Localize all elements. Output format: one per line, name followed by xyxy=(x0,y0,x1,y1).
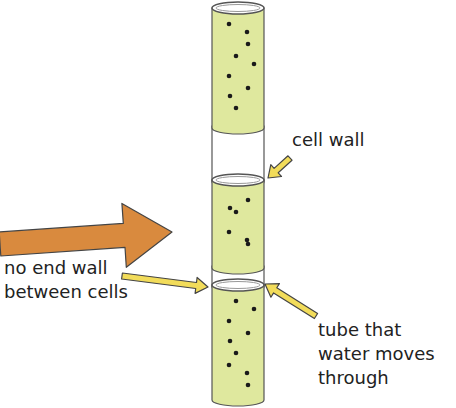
cell-dot xyxy=(246,383,251,388)
tube-section xyxy=(212,126,264,188)
cell-dot xyxy=(234,210,239,215)
cell-opening xyxy=(212,279,264,291)
part-label: no end wall between cells xyxy=(4,256,154,304)
cell-opening-inner xyxy=(216,177,260,184)
cell-dot xyxy=(245,238,250,243)
cell-dot xyxy=(227,363,232,368)
cell-body xyxy=(212,285,264,406)
xylem-cell xyxy=(212,174,264,274)
cell-dot xyxy=(246,331,251,336)
cell-body xyxy=(212,8,264,134)
cell-dot xyxy=(246,242,251,247)
xylem-cell xyxy=(212,279,264,406)
leader-arrow xyxy=(122,273,208,293)
cell-dot xyxy=(234,299,239,304)
cell-dot xyxy=(246,42,251,47)
tube-wall xyxy=(212,126,264,188)
cell-opening xyxy=(212,2,264,14)
cell-dot xyxy=(252,62,257,67)
cell-opening xyxy=(212,174,264,186)
leader-arrow xyxy=(265,284,318,319)
part-label: cell wall xyxy=(292,128,372,152)
cell-dot xyxy=(245,371,250,376)
leader-arrow xyxy=(268,156,292,178)
cell-body xyxy=(212,180,264,274)
cell-dot xyxy=(228,94,233,99)
cell-dot xyxy=(246,86,251,91)
cell-dot xyxy=(234,54,239,59)
cell-dot xyxy=(245,30,250,35)
cell-opening-inner xyxy=(216,282,260,289)
cell-dot xyxy=(228,206,233,211)
cell-dot xyxy=(227,22,232,27)
cell-dot xyxy=(234,351,239,356)
cell-dot xyxy=(246,198,251,203)
cell-dot xyxy=(228,339,233,344)
xylem-cell xyxy=(212,2,264,134)
cell-dot xyxy=(252,307,257,312)
cell-dot xyxy=(234,106,239,111)
cell-opening-inner xyxy=(216,5,260,12)
cell-dot xyxy=(227,74,232,79)
cell-dot xyxy=(227,319,232,324)
part-label: tube that water moves through xyxy=(318,318,452,389)
cell-dot xyxy=(227,230,232,235)
